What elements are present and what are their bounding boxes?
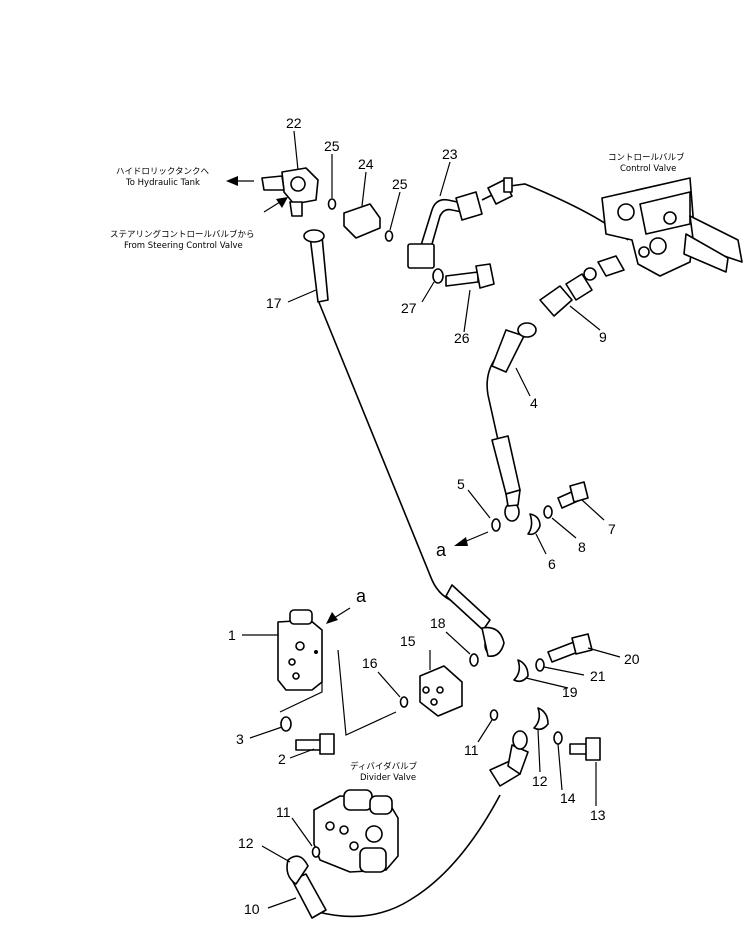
control-valve: [601, 177, 743, 277]
note-divider-valve-en: Divider Valve: [360, 773, 416, 783]
hose-10-elbow: [286, 855, 309, 885]
callout-26: 26: [454, 330, 470, 346]
washer-21: [535, 658, 545, 672]
callout-23: 23: [442, 146, 458, 162]
divider-valve: [313, 789, 399, 873]
o-ring-16: [399, 696, 409, 708]
callout-22: 22: [286, 115, 302, 131]
bolt-26: [445, 263, 495, 289]
callout-19: 19: [562, 684, 578, 700]
callout-20: 20: [624, 651, 640, 667]
note-tank-en: To Hydraulic Tank: [125, 178, 200, 188]
callout-27: 27: [401, 300, 417, 316]
pipe-23-flange: [407, 243, 435, 269]
callout-13: 13: [590, 807, 606, 823]
part-6-split-flange: [527, 513, 541, 536]
arrow-from-steering: [263, 197, 288, 213]
o-ring-11b: [311, 846, 321, 858]
callout-11b: 11: [276, 804, 291, 820]
bolt-13: [569, 737, 601, 761]
callout-14: 14: [560, 790, 576, 806]
callout-6: 6: [548, 556, 556, 572]
hose-17-fitting-top: [309, 235, 329, 303]
washer-3: [280, 716, 292, 732]
hose-17-fitting-bottom: [445, 584, 491, 631]
connector-line-1: [279, 682, 323, 713]
hose-4-fitting-bottom: [491, 435, 521, 495]
bolt-7: [557, 481, 589, 509]
callout-8: 8: [578, 539, 586, 555]
note-control-valve-en: Control Valve: [620, 164, 676, 174]
callout-11a: 11: [464, 742, 479, 758]
o-ring-18: [469, 653, 479, 667]
callout-15: 15: [400, 633, 416, 649]
note-divider-valve-jp: ディバイダバルブ: [350, 761, 418, 772]
callout-24: 24: [358, 156, 374, 172]
hose-10-right-end: [512, 730, 528, 750]
pipe-23-nut: [455, 191, 483, 221]
o-ring-25a: [327, 198, 337, 210]
part-24-block: [343, 203, 381, 239]
callout-18: 18: [430, 615, 446, 631]
connector-line-2: [337, 649, 397, 736]
callout-4: 4: [530, 395, 538, 411]
hose-4-neck: [505, 489, 521, 507]
part-12-split-flange-right: [533, 707, 549, 731]
note-tank-jp: ハイドロリックタンクへ: [116, 167, 209, 177]
fitting-23-end: [487, 177, 513, 205]
hose-4-end: [517, 322, 537, 338]
callout-21: 21: [590, 668, 606, 684]
part-22-tee: [261, 167, 319, 217]
hose-10: [317, 794, 501, 918]
callout-25b: 25: [392, 176, 408, 192]
callout-12a: 12: [532, 773, 548, 789]
part-19-split-flange: [513, 659, 529, 683]
pipe-23: [417, 198, 463, 256]
callout-9: 9: [599, 329, 607, 345]
arrow-a-upper: [326, 607, 351, 624]
callout-2: 2: [278, 751, 286, 767]
hose-4-fitting-top: [491, 329, 525, 373]
o-ring-25b: [384, 230, 394, 242]
label-a-upper: a: [356, 586, 367, 606]
callout-3: 3: [236, 731, 244, 747]
note-steering-jp: ステアリングコントロールバルブから: [110, 229, 255, 240]
washer-14: [553, 731, 563, 745]
label-a-lower: a: [436, 540, 447, 560]
callout-7: 7: [608, 521, 616, 537]
part-15-block: [419, 665, 463, 717]
callout-10: 10: [244, 901, 260, 917]
pipe-23-inner: [427, 208, 463, 259]
arrow-to-tank: [226, 176, 254, 186]
hose-17-end: [303, 229, 325, 243]
note-steering-en: From Steering Control Valve: [124, 241, 243, 251]
callout-1: 1: [228, 627, 236, 643]
o-ring-11a: [489, 709, 499, 721]
callout-5: 5: [457, 476, 465, 492]
callout-17: 17: [266, 295, 282, 311]
part-1-valve: [277, 609, 323, 691]
washer-27: [432, 268, 444, 284]
hose-17-elbow: [481, 626, 505, 658]
part-9-adapter: [539, 255, 625, 317]
leader-lines: [242, 130, 621, 909]
note-control-valve-jp: コントロールバルブ: [608, 152, 685, 163]
hose-10-sleeve: [507, 744, 529, 775]
arrow-a-lower: [454, 531, 489, 546]
bolt-2: [295, 733, 335, 755]
callout-25a: 25: [324, 138, 340, 154]
callout-16: 16: [362, 655, 378, 671]
callout-12b: 12: [238, 835, 254, 851]
washer-8: [543, 505, 553, 519]
o-ring-5: [491, 518, 501, 532]
bolt-20: [547, 633, 593, 663]
